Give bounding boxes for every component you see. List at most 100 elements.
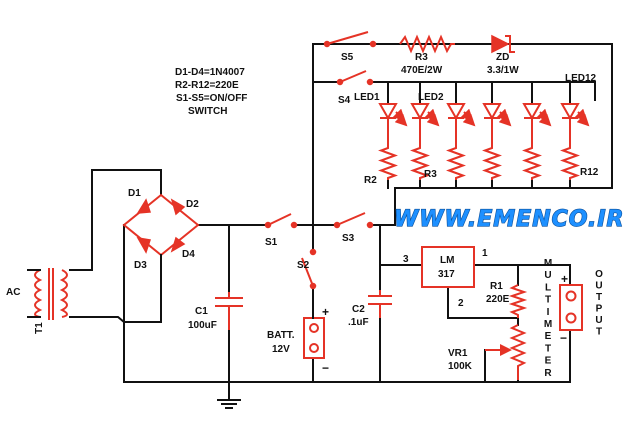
battery — [303, 299, 325, 359]
diode-d1 — [136, 198, 152, 214]
bridge-rectifier — [122, 193, 200, 291]
led-resistor-5 — [522, 140, 542, 180]
note-switch-type: SWITCH — [188, 106, 227, 117]
output-label-char-6: T — [596, 327, 602, 338]
led12-label: LED12 — [565, 73, 597, 84]
multimeter-label-char-5: I — [547, 307, 550, 318]
r3-series-label: R3 — [415, 52, 428, 63]
s2-label: S2 — [297, 260, 310, 271]
design-notes: D1-D4=1N4007 R2-R12=220E S1-S5=ON/OFF SW… — [175, 67, 247, 117]
pin3-label: 3 — [403, 254, 409, 265]
c2-label: C2 — [352, 304, 365, 315]
d4-label: D4 — [182, 249, 195, 260]
led-5 — [522, 99, 552, 140]
r1-value: 220E — [486, 294, 510, 305]
regulator-label-line1: LM — [440, 255, 454, 266]
switch-s3 — [333, 212, 374, 229]
led2-label: LED2 — [418, 92, 444, 103]
battery-plus: + — [322, 305, 329, 319]
led-resistor-4 — [482, 140, 502, 180]
ac-label: AC — [6, 287, 20, 298]
pin2-label: 2 — [458, 298, 464, 309]
d2-label: D2 — [186, 199, 199, 210]
led-4 — [482, 99, 512, 140]
diode-d2 — [170, 198, 186, 216]
multimeter-label-char-4: T — [545, 295, 551, 306]
vr1-label: VR1 — [448, 348, 468, 359]
d1-label: D1 — [128, 188, 141, 199]
multimeter-label-char-8: T — [545, 343, 551, 354]
output-label-char-3: T — [596, 292, 602, 303]
c1-label: C1 — [195, 306, 208, 317]
zener-zd — [491, 34, 515, 54]
switch-s5 — [323, 31, 377, 48]
s5-label: S5 — [341, 52, 354, 63]
multimeter-label-char-7: E — [545, 331, 552, 342]
diode-d4 — [170, 236, 186, 253]
multimeter-label-char-6: M — [544, 319, 552, 330]
led-resistor-3 — [446, 140, 466, 180]
s4-label: S4 — [338, 95, 351, 106]
output-label-char-5: U — [595, 315, 602, 326]
switch-s1 — [264, 213, 298, 229]
wiring — [69, 43, 613, 409]
multimeter-label-char-2: U — [544, 270, 551, 281]
note-switches: S1-S5=ON/OFF — [176, 93, 247, 104]
led-resistor-1 — [378, 140, 398, 180]
led-3 — [446, 99, 476, 140]
zener-value: 3.3/1W — [487, 65, 519, 76]
s3-label: S3 — [342, 233, 355, 244]
multimeter-label-char-10: R — [544, 368, 552, 379]
output-label-char-1: O — [595, 269, 603, 280]
r3-label: R3 — [424, 169, 437, 180]
r12-label: R12 — [580, 167, 599, 178]
output-plus: + — [561, 272, 568, 286]
c2-value: .1uF — [348, 317, 369, 328]
output-minus: − — [560, 331, 567, 345]
r3-series-value: 470E/2W — [401, 65, 443, 76]
vr1-value: 100K — [448, 361, 473, 372]
resistor-r3-series — [399, 34, 455, 54]
zener-label: ZD — [496, 52, 509, 63]
led-1 — [378, 99, 408, 140]
led-resistor-2 — [410, 140, 430, 180]
diode-d3 — [136, 237, 151, 254]
transformer-t1 — [27, 268, 68, 320]
note-diodes: D1-D4=1N4007 — [175, 67, 245, 78]
s1-label: S1 — [265, 237, 278, 248]
transformer-label: T1 — [34, 322, 45, 334]
led-resistor-array — [378, 140, 580, 180]
switch-s4 — [336, 70, 374, 86]
switch-s2 — [301, 248, 317, 290]
pin1-label: 1 — [482, 248, 488, 259]
multimeter-label-char-3: L — [545, 282, 551, 293]
capacitor-c2 — [368, 290, 392, 318]
multimeter-label-char-1: M — [544, 258, 552, 269]
multimeter-label-char-9: E — [545, 356, 552, 367]
multimeter-terminal — [559, 284, 583, 331]
battery-voltage: 12V — [272, 344, 290, 355]
r2-label: R2 — [364, 175, 377, 186]
battery-minus: − — [322, 361, 329, 375]
c1-value: 100uF — [188, 320, 217, 331]
battery-label: BATT. — [267, 330, 295, 341]
note-resistors: R2-R12=220E — [175, 80, 239, 91]
potentiometer-vr1 — [485, 324, 527, 380]
output-label-char-2: U — [595, 281, 602, 292]
capacitor-c1 — [215, 292, 243, 330]
led-resistor-6 — [560, 140, 580, 180]
watermark: WWW.EMENCO.IR — [394, 207, 624, 232]
regulator-lm317 — [421, 246, 475, 288]
d3-label: D3 — [134, 260, 147, 271]
led1-label: LED1 — [354, 92, 380, 103]
output-label-char-4: P — [596, 304, 603, 315]
led-array — [378, 99, 590, 140]
resistor-r1 — [508, 284, 528, 318]
regulator-label-line2: 317 — [438, 269, 455, 280]
r1-label: R1 — [490, 281, 503, 292]
led-6 — [560, 99, 590, 140]
